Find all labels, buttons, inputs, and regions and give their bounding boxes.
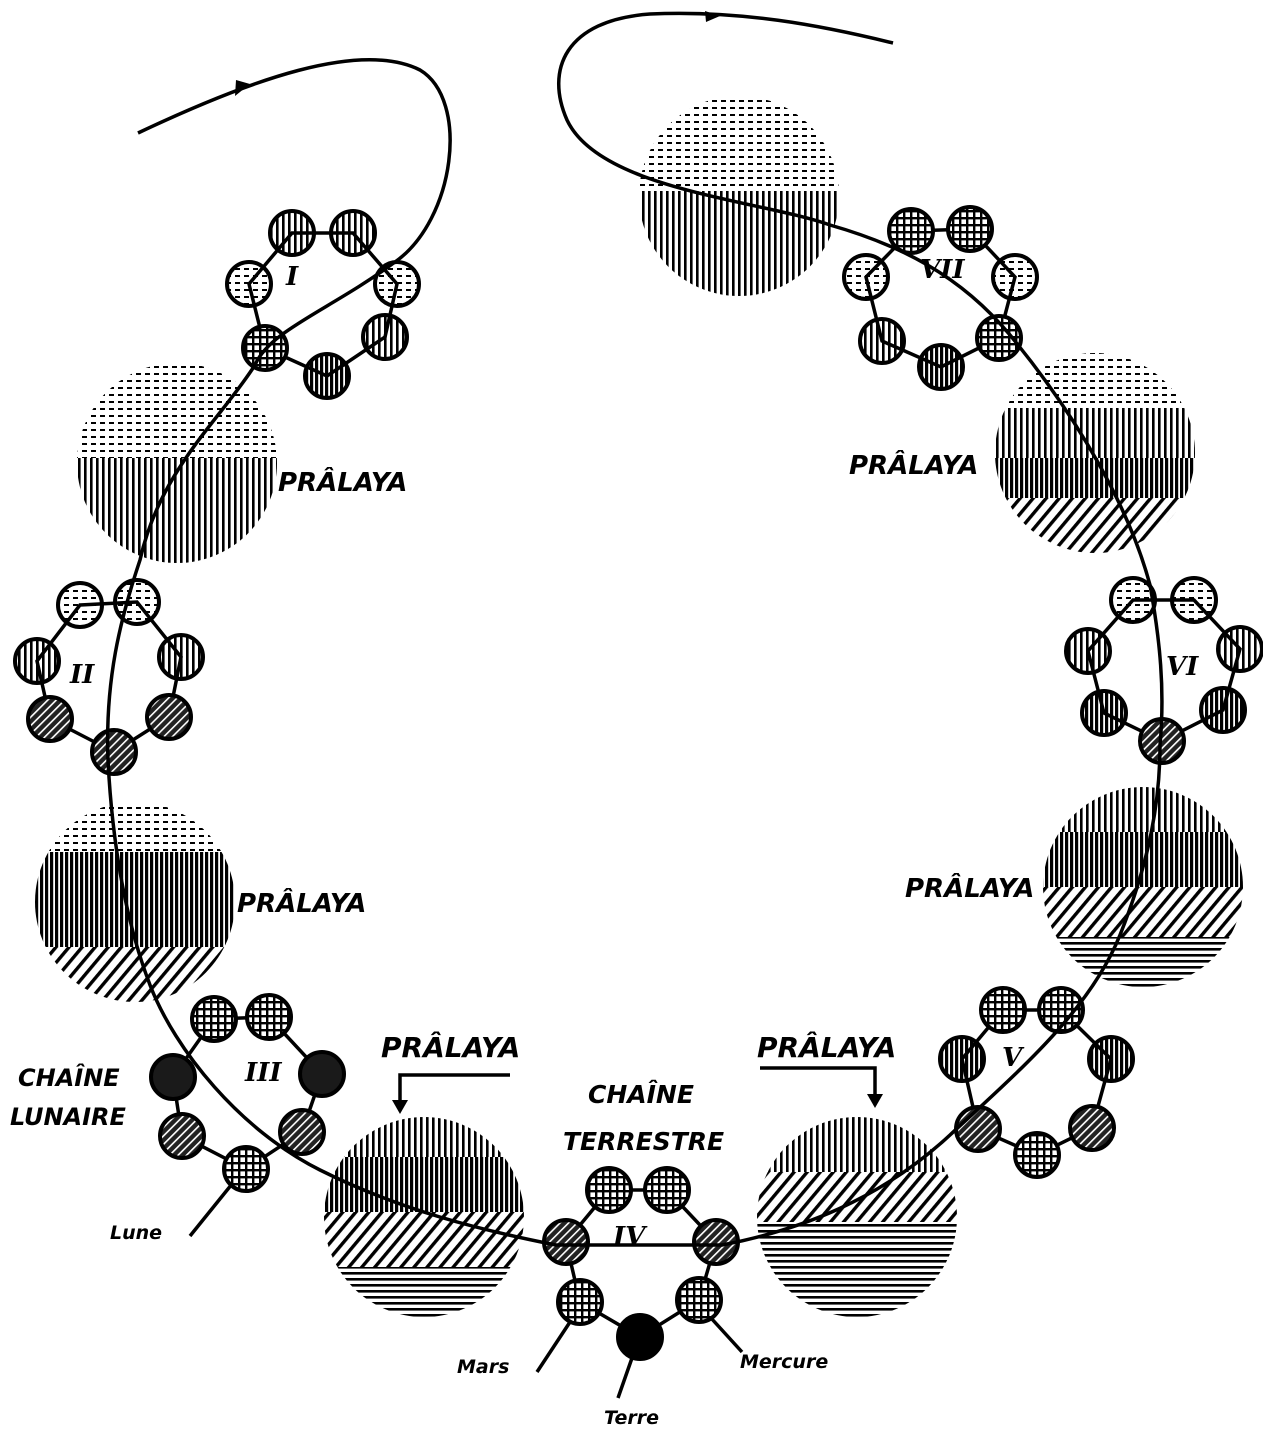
chaine-lunaire-line-1: CHAÎNE bbox=[18, 1062, 120, 1092]
pralaya-globe-2 bbox=[35, 802, 235, 1002]
pralaya-label-2: PRÂLAYA bbox=[237, 887, 366, 919]
chain-label-4: IV bbox=[612, 1222, 648, 1252]
chaine-terrestre-line-2: TERRESTRE bbox=[563, 1127, 724, 1156]
chain-label-2: II bbox=[69, 660, 95, 690]
chaine-terrestre-line-1: CHAÎNE bbox=[588, 1079, 694, 1109]
mars-label: Mars bbox=[457, 1356, 509, 1378]
chain-label-5: V bbox=[1002, 1043, 1025, 1073]
terre-label: Terre bbox=[604, 1407, 659, 1429]
pralaya-label-4: PRÂLAYA bbox=[757, 1030, 896, 1064]
pralaya-globe-1 bbox=[77, 363, 277, 563]
pralaya-globe-5 bbox=[1043, 787, 1243, 987]
chain-label-1: I bbox=[285, 262, 299, 292]
pralaya-label-1: PRÂLAYA bbox=[278, 466, 407, 498]
chain-label-3: III bbox=[244, 1058, 282, 1088]
mercure-label: Mercure bbox=[740, 1351, 828, 1373]
lune-label: Lune bbox=[110, 1222, 162, 1244]
chaine-lunaire-line-2: LUNAIRE bbox=[10, 1103, 127, 1131]
pralaya-globe-6 bbox=[995, 353, 1195, 553]
pralaya-label-5: PRÂLAYA bbox=[905, 872, 1034, 904]
pralaya-label-6: PRÂLAYA bbox=[849, 449, 978, 481]
pralaya-globe-3 bbox=[324, 1117, 524, 1317]
pralaya-globe-7 bbox=[639, 96, 839, 296]
chain-label-6: VI bbox=[1166, 652, 1199, 682]
chain-label-7: VII bbox=[920, 255, 965, 285]
pralaya-label-3: PRÂLAYA bbox=[381, 1030, 520, 1064]
pralaya-globe-4 bbox=[757, 1117, 957, 1317]
